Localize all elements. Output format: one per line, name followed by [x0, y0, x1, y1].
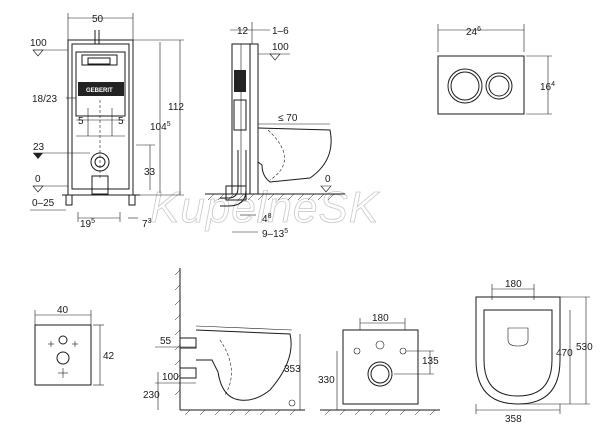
brand-label: GEBERIT: [86, 88, 113, 94]
side-floor-zero-label: 0: [325, 174, 331, 185]
bowl-height-label: 33: [144, 167, 156, 178]
frame-floor-zero-label: 0: [35, 174, 41, 185]
toilet-top-view: 180 470 530 358: [475, 279, 593, 425]
foot-offset-label: 73: [142, 218, 152, 230]
toilet-height-label: 353: [284, 364, 301, 375]
toilet-inlet-label: 55: [160, 336, 172, 347]
plate-width-label: 246: [466, 26, 481, 38]
top-width-label: 358: [505, 414, 522, 425]
offset-right-label: 5: [118, 116, 124, 127]
frame-top-ref-label: 100: [30, 38, 47, 49]
floor-adjust-label: 0–25: [32, 198, 55, 209]
toilet-front-view: 180 330 135: [318, 313, 440, 416]
side-foot-b-label: 9–135: [262, 228, 288, 240]
frame-height-label: 1045: [150, 121, 171, 133]
side-top-ref-label: 100: [272, 42, 289, 53]
front-height-label: 135: [422, 356, 439, 367]
top-length-label: 530: [576, 342, 593, 353]
front-total-label: 330: [318, 375, 335, 386]
mount-template-view: 40 42: [34, 305, 115, 386]
offset-left-label: 5: [78, 116, 84, 127]
side-depth-label: 12: [237, 26, 249, 37]
front-width-label: 180: [372, 313, 389, 324]
foot-width-label: 195: [80, 218, 95, 230]
total-height-label: 112: [168, 102, 184, 113]
toilet-side-view: 55 100 230 353: [143, 268, 305, 416]
flush-plate-view: 246 164: [437, 24, 555, 115]
template-width-label: 40: [57, 305, 69, 316]
frame-side-view: 12 1–6 100 ≤ 70 0: [205, 22, 345, 240]
watermark-text: KupelneSK: [150, 183, 380, 232]
toilet-base-label: 230: [143, 390, 160, 401]
toilet-drain-label: 100: [162, 372, 179, 383]
drain-height-label: 23: [33, 142, 45, 153]
template-height-label: 42: [103, 351, 115, 362]
frame-width-label: 50: [92, 14, 104, 25]
wall-gap-label: 1–6: [272, 26, 289, 37]
side-foot-a-label: 48: [262, 213, 272, 225]
top-width-top-label: 180: [505, 279, 522, 290]
inlet-range-label: 18/23: [32, 94, 57, 105]
projection-label: ≤ 70: [278, 113, 298, 124]
top-depth-label: 470: [556, 348, 573, 359]
frame-front-view: 50 GEBERIT 100 18/23: [30, 13, 184, 230]
plate-height-label: 164: [540, 81, 555, 93]
